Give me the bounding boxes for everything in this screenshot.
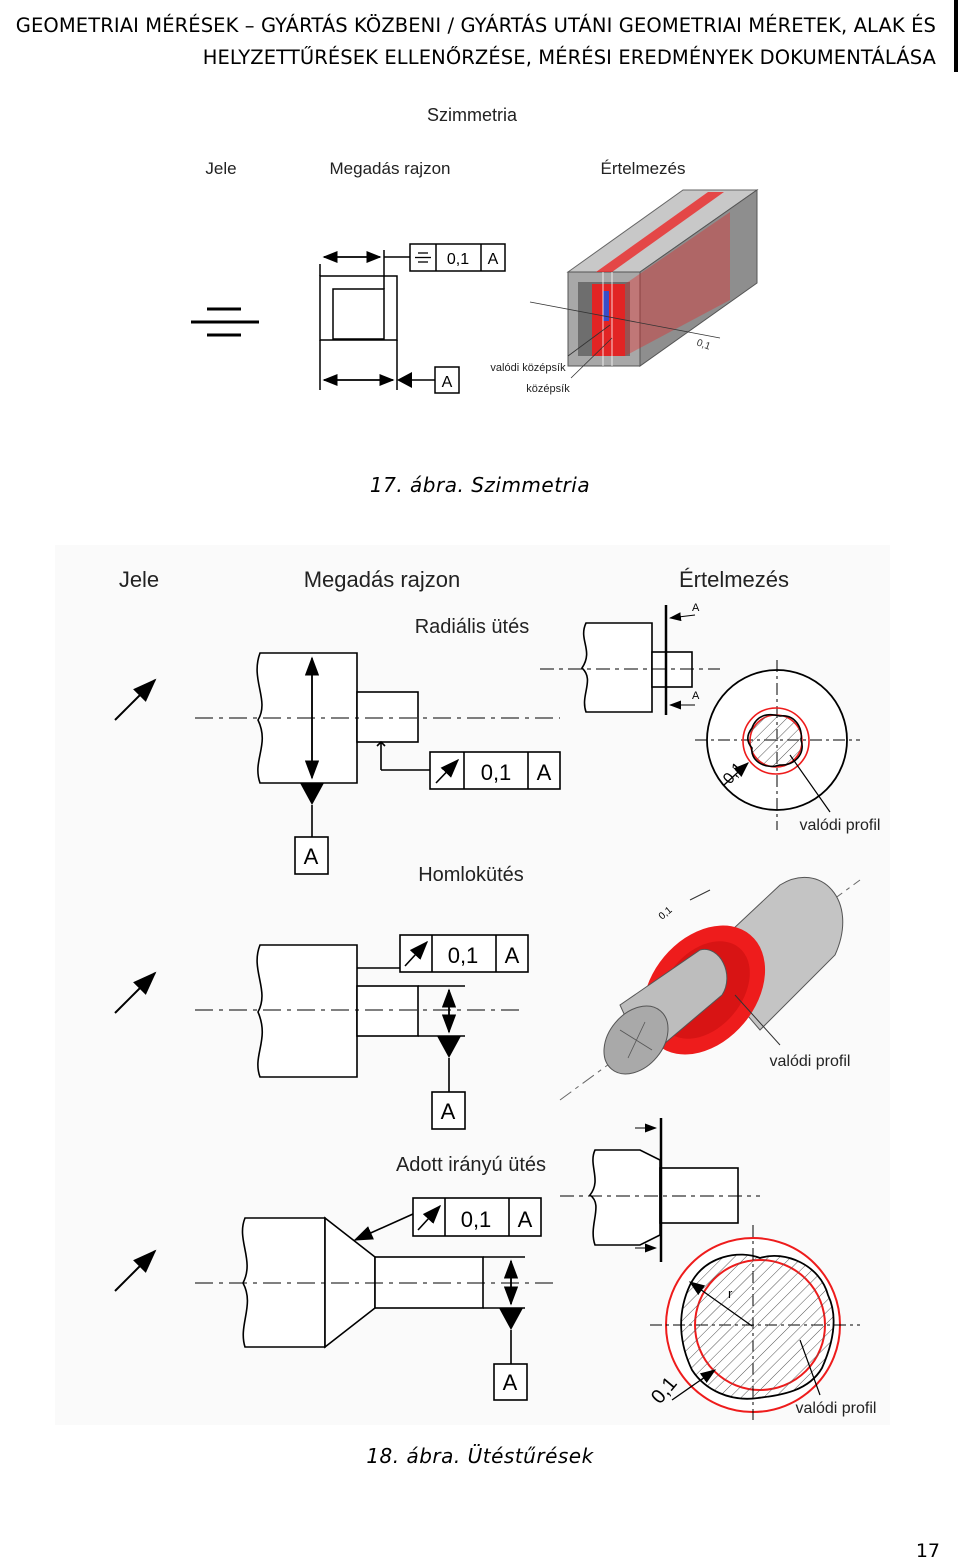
svg-text:r: r	[728, 1286, 733, 1301]
fig17-label-real-midplane: valódi középsík	[490, 362, 566, 374]
figure-18-runout: Jele Megadás rajzon Értelmezés Radiális …	[55, 545, 890, 1425]
axial-feature-control-frame: 0,1 A	[399, 934, 529, 973]
fig17-col-symbol: Jele	[205, 159, 236, 178]
fig17-datum-box: A	[434, 366, 460, 394]
figure-17-symmetry: Szimmetria Jele Megadás rajzon Értelmezé…	[191, 105, 759, 395]
svg-text:A: A	[518, 1207, 533, 1232]
fig17-tolerance: 0,1	[447, 251, 469, 268]
fig17-drawing	[319, 250, 410, 390]
figure-18-caption: 18. ábra. Ütéstűrések	[366, 1444, 594, 1468]
fig18-col-meaning: Értelmezés	[679, 567, 789, 592]
radial-feature-control-frame: 0,1 A	[429, 751, 561, 790]
runout-symbol-icon	[114, 971, 157, 1014]
radial-runout-title: Radiális ütés	[415, 616, 530, 638]
svg-text:0,1: 0,1	[695, 337, 712, 352]
fig17-feature-control-frame: 0,1 A	[409, 243, 506, 272]
svg-text:A: A	[442, 374, 453, 391]
svg-text:A: A	[537, 760, 552, 785]
svg-text:0,1: 0,1	[448, 943, 479, 968]
directional-circle-view: r 0,1	[647, 1225, 860, 1420]
directional-runout-title: Adott irányú ütés	[396, 1154, 546, 1176]
svg-text:A: A	[505, 943, 520, 968]
header-line-2: HELYZETTŰRÉSEK ELLENŐRZÉSE, MÉRÉSI EREDM…	[202, 46, 936, 69]
svg-text:A: A	[441, 1099, 456, 1124]
header-line-1: GEOMETRIAI MÉRÉSEK – GYÁRTÁS KÖZBENI / G…	[15, 14, 936, 37]
axial-datum-box: A	[431, 1091, 466, 1130]
runout-symbol-icon	[114, 678, 157, 721]
fig17-col-meaning: Értelmezés	[600, 159, 685, 178]
svg-text:A: A	[304, 844, 319, 869]
datum-triangle-icon	[397, 372, 412, 388]
fig17-col-drawing: Megadás rajzon	[330, 159, 451, 178]
fig17-title: Szimmetria	[427, 105, 518, 125]
svg-text:A: A	[692, 602, 700, 614]
svg-text:0,1: 0,1	[481, 760, 512, 785]
runout-small-icon	[435, 758, 460, 784]
axial-runout-title: Homlokütés	[418, 864, 524, 886]
runout-small-icon	[404, 940, 429, 967]
symmetry-small-icon	[415, 252, 431, 263]
datum-triangle-icon	[437, 1036, 461, 1058]
directional-feature-control-frame: 0,1 A	[412, 1197, 542, 1237]
directional-datum-box: A	[493, 1363, 528, 1401]
axial-drawing	[195, 944, 520, 1078]
figure-17-caption: 17. ábra. Szimmetria	[369, 473, 591, 497]
symmetry-symbol-icon	[191, 307, 259, 337]
fig17-label-midplane: középsík	[526, 383, 570, 395]
fig18-col-drawing: Megadás rajzon	[304, 567, 461, 592]
datum-triangle-icon	[300, 783, 324, 805]
page-number: 17	[915, 1540, 940, 1562]
radial-interpretation	[540, 605, 720, 715]
directional-real-profile-label: valódi profil	[796, 1400, 877, 1417]
radial-datum-box: A	[294, 836, 329, 875]
svg-text:A: A	[503, 1370, 518, 1395]
directional-drawing	[195, 1213, 555, 1349]
axial-interpretation-3d: 0,1	[559, 876, 861, 1101]
radial-drawing	[195, 652, 560, 784]
runout-small-icon	[417, 1204, 442, 1231]
fig17-interpretation-3d: 0,1	[529, 189, 759, 379]
fig18-col-symbol: Jele	[119, 567, 159, 592]
radial-real-profile-label: valódi profil	[800, 817, 881, 834]
radial-circle-view: 0,1	[695, 660, 860, 830]
svg-text:0,1: 0,1	[461, 1207, 492, 1232]
fig17-datum-ref: A	[488, 251, 499, 268]
directional-interpretation	[560, 1118, 760, 1262]
runout-symbol-icon	[114, 1249, 157, 1292]
svg-text:A: A	[692, 690, 700, 702]
axial-real-profile-label: valódi profil	[770, 1053, 851, 1070]
page-header: GEOMETRIAI MÉRÉSEK – GYÁRTÁS KÖZBENI / G…	[0, 0, 958, 72]
datum-triangle-icon	[499, 1308, 523, 1330]
